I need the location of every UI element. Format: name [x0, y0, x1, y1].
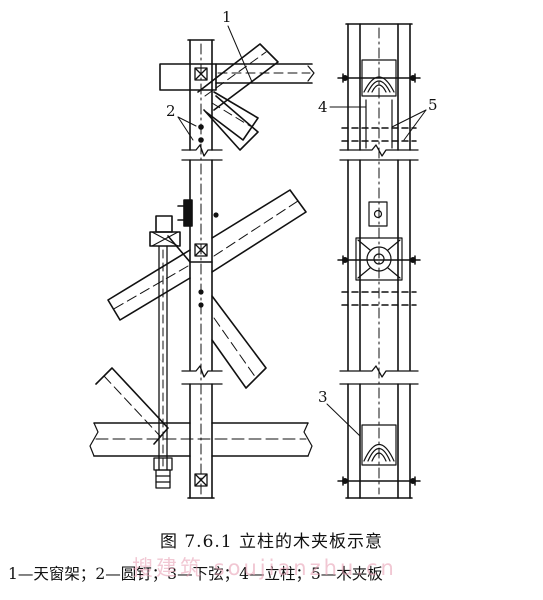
- skylight-frame-members: [197, 43, 279, 151]
- callout-2: 2: [166, 102, 176, 120]
- leaders-left: [177, 25, 361, 437]
- nail-heads-front: [342, 75, 416, 484]
- vertical-tie-rod: [153, 245, 173, 489]
- bottom-chord: [89, 422, 313, 457]
- upper-diagonal-brace: [107, 189, 307, 321]
- wood-clamp-boards: [339, 23, 419, 499]
- callout-1: 1: [222, 8, 232, 26]
- figure-legend: 1—天窗架；2—圆钉；3—下弦；4—立柱；5—木夹板: [8, 565, 383, 583]
- figure-caption: 图 7.6.1 立柱的木夹板示意: [159, 532, 384, 552]
- bottom-end-grain: [361, 424, 397, 466]
- nails-front: [341, 127, 417, 306]
- callout-4: 4: [318, 98, 328, 116]
- side-elevation: [89, 25, 361, 499]
- callout-5: 5: [428, 96, 438, 114]
- watermark: 搜建筑 soujianzhu.cn: [132, 556, 397, 580]
- middle-connector: [355, 201, 403, 281]
- lower-diagonal-brace: [167, 235, 267, 389]
- column-front-view: [365, 99, 393, 149]
- bolt-squares: [194, 67, 208, 487]
- leaders-right: [329, 106, 427, 141]
- nail-dots: [198, 124, 219, 308]
- front-elevation: [329, 23, 427, 499]
- lower-left-diagonal: [95, 367, 169, 445]
- callout-3: 3: [318, 388, 328, 406]
- column-clamp-diagram: 1 2 3 4 5: [89, 8, 438, 499]
- bolt-plate: [149, 199, 193, 247]
- column-left-view: [181, 39, 223, 499]
- top-horizontal-member: [159, 63, 315, 91]
